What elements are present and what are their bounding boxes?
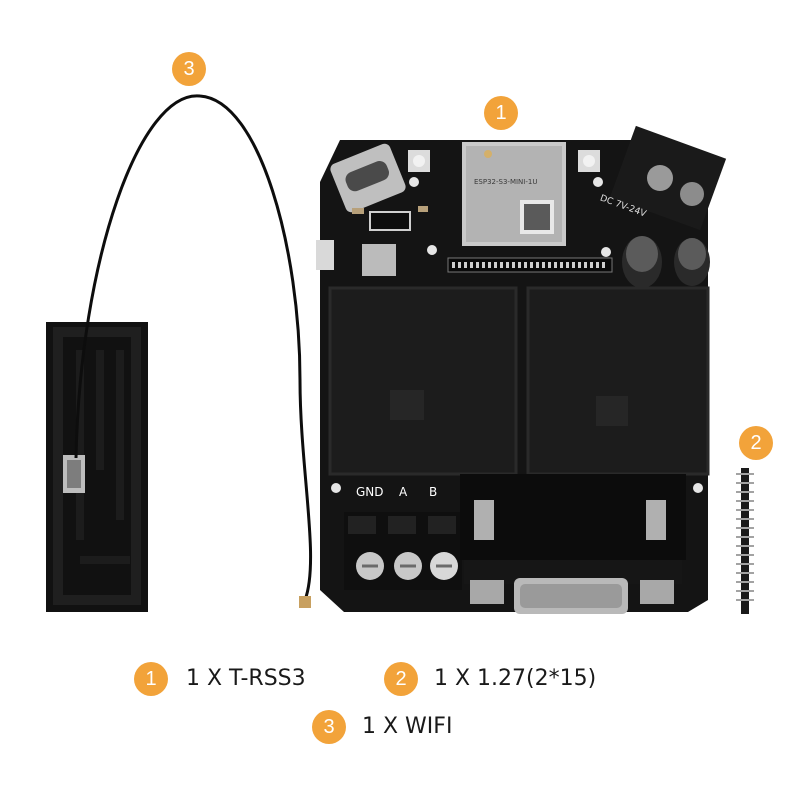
relay-icon bbox=[328, 286, 710, 476]
terminal-label-b: B bbox=[429, 485, 437, 499]
usb-c-icon bbox=[330, 143, 406, 213]
t-rss3-board: ESP32-S3-MINI-1U DC 7V-24V bbox=[316, 125, 727, 614]
legend-item-1: 1 X T-RSS3 bbox=[186, 666, 306, 691]
white-patch bbox=[460, 708, 528, 756]
screw-terminal bbox=[344, 512, 462, 590]
antenna-icon bbox=[46, 94, 313, 612]
terminal-label-gnd: GND bbox=[356, 485, 384, 499]
callout-badge-3: 3 bbox=[172, 52, 206, 86]
pin-header-icon bbox=[736, 468, 754, 614]
capacitors bbox=[622, 236, 710, 288]
rs485-terminal-labels: GND A B bbox=[356, 485, 437, 499]
legend-badge-2: 2 bbox=[384, 662, 418, 696]
legend-item-3: 1 X WIFI bbox=[362, 714, 453, 739]
terminal-label-a: A bbox=[399, 485, 408, 499]
callout-badge-2: 2 bbox=[739, 426, 773, 460]
module-label: ESP32-S3-MINI-1U bbox=[474, 178, 537, 186]
legend-item-2: 1 X 1.27(2*15) bbox=[434, 666, 597, 691]
db9-connector-icon bbox=[460, 474, 686, 614]
callout-badge-1: 1 bbox=[484, 96, 518, 130]
legend-badge-1: 1 bbox=[134, 662, 168, 696]
white-patch bbox=[620, 656, 734, 716]
esp32-module: ESP32-S3-MINI-1U bbox=[462, 142, 566, 246]
legend-badge-3: 3 bbox=[312, 710, 346, 744]
